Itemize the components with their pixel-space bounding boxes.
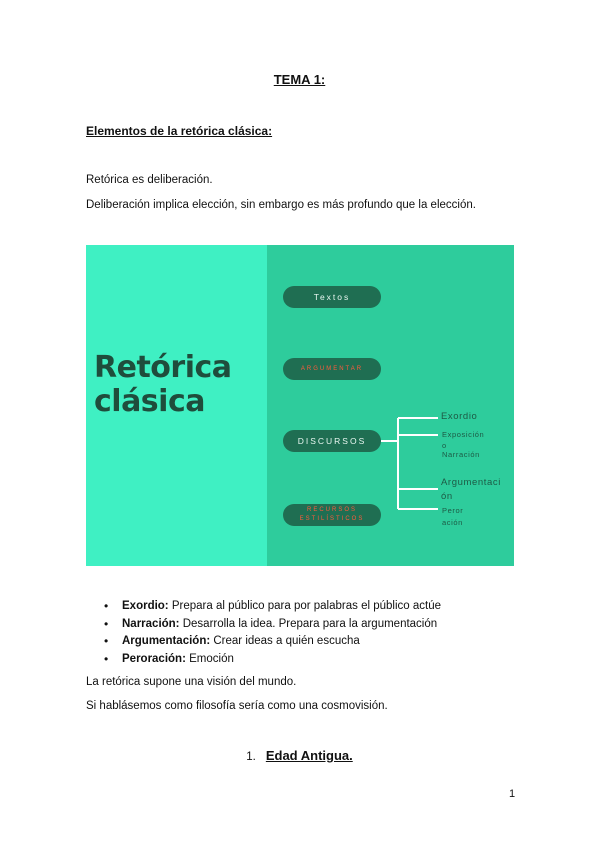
paragraph-2: Deliberación implica elección, sin embar… [86, 199, 476, 211]
section-heading: 1. Edad Antigua. [0, 748, 599, 763]
list-item: Argumentación: Crear ideas a quién escuc… [104, 633, 441, 651]
pill-recursos: RECURSOS ESTILÍSTICOS [283, 504, 381, 526]
paragraph-3: La retórica supone una visión del mundo. [86, 676, 297, 688]
pill-textos: Textos [283, 286, 381, 308]
branch-argumentacion-1: Argumentaci [441, 477, 501, 488]
diagram-heading-line1: Retórica [94, 350, 232, 385]
branch-argumentacion-2: ón [441, 491, 453, 502]
diagram-heading-line2: clásica [94, 384, 205, 419]
branch-narracion: Narración [442, 450, 480, 459]
list-item: Exordio: Prepara al público para por pal… [104, 598, 441, 616]
branch-peroracion-2: ación [442, 518, 463, 527]
diagram-left-panel [86, 245, 267, 566]
pill-discursos: DISCURSOS [283, 430, 381, 452]
pill-recursos-line1: RECURSOS [306, 507, 357, 513]
paragraph-4: Si hablásemos como filosofía sería como … [86, 700, 388, 712]
diagram-connectors [381, 417, 438, 510]
page-number: 1 [509, 788, 516, 800]
list-item: Peroración: Emoción [104, 651, 441, 669]
page-title: TEMA 1: [273, 72, 326, 87]
branch-exordio: Exordio [441, 411, 478, 422]
rhetoric-diagram: Retórica clásica Textos ARGUMENTAR DISCU… [86, 245, 514, 566]
branch-exposicion: Exposición [442, 430, 485, 439]
paragraph-1: Retórica es deliberación. [86, 174, 213, 186]
pill-recursos-line2: ESTILÍSTICOS [299, 516, 365, 522]
section-name: Edad Antigua. [265, 748, 353, 763]
list-item: Narración: Desarrolla la idea. Prepara p… [104, 616, 441, 634]
branch-o: o [442, 441, 447, 450]
pill-argumentar: ARGUMENTAR [283, 358, 381, 380]
bullet-list: Exordio: Prepara al público para por pal… [104, 598, 441, 668]
section-subtitle: Elementos de la retórica clásica: [86, 124, 273, 138]
branch-peroracion-1: Peror [442, 506, 464, 515]
section-number: 1. [246, 751, 256, 763]
